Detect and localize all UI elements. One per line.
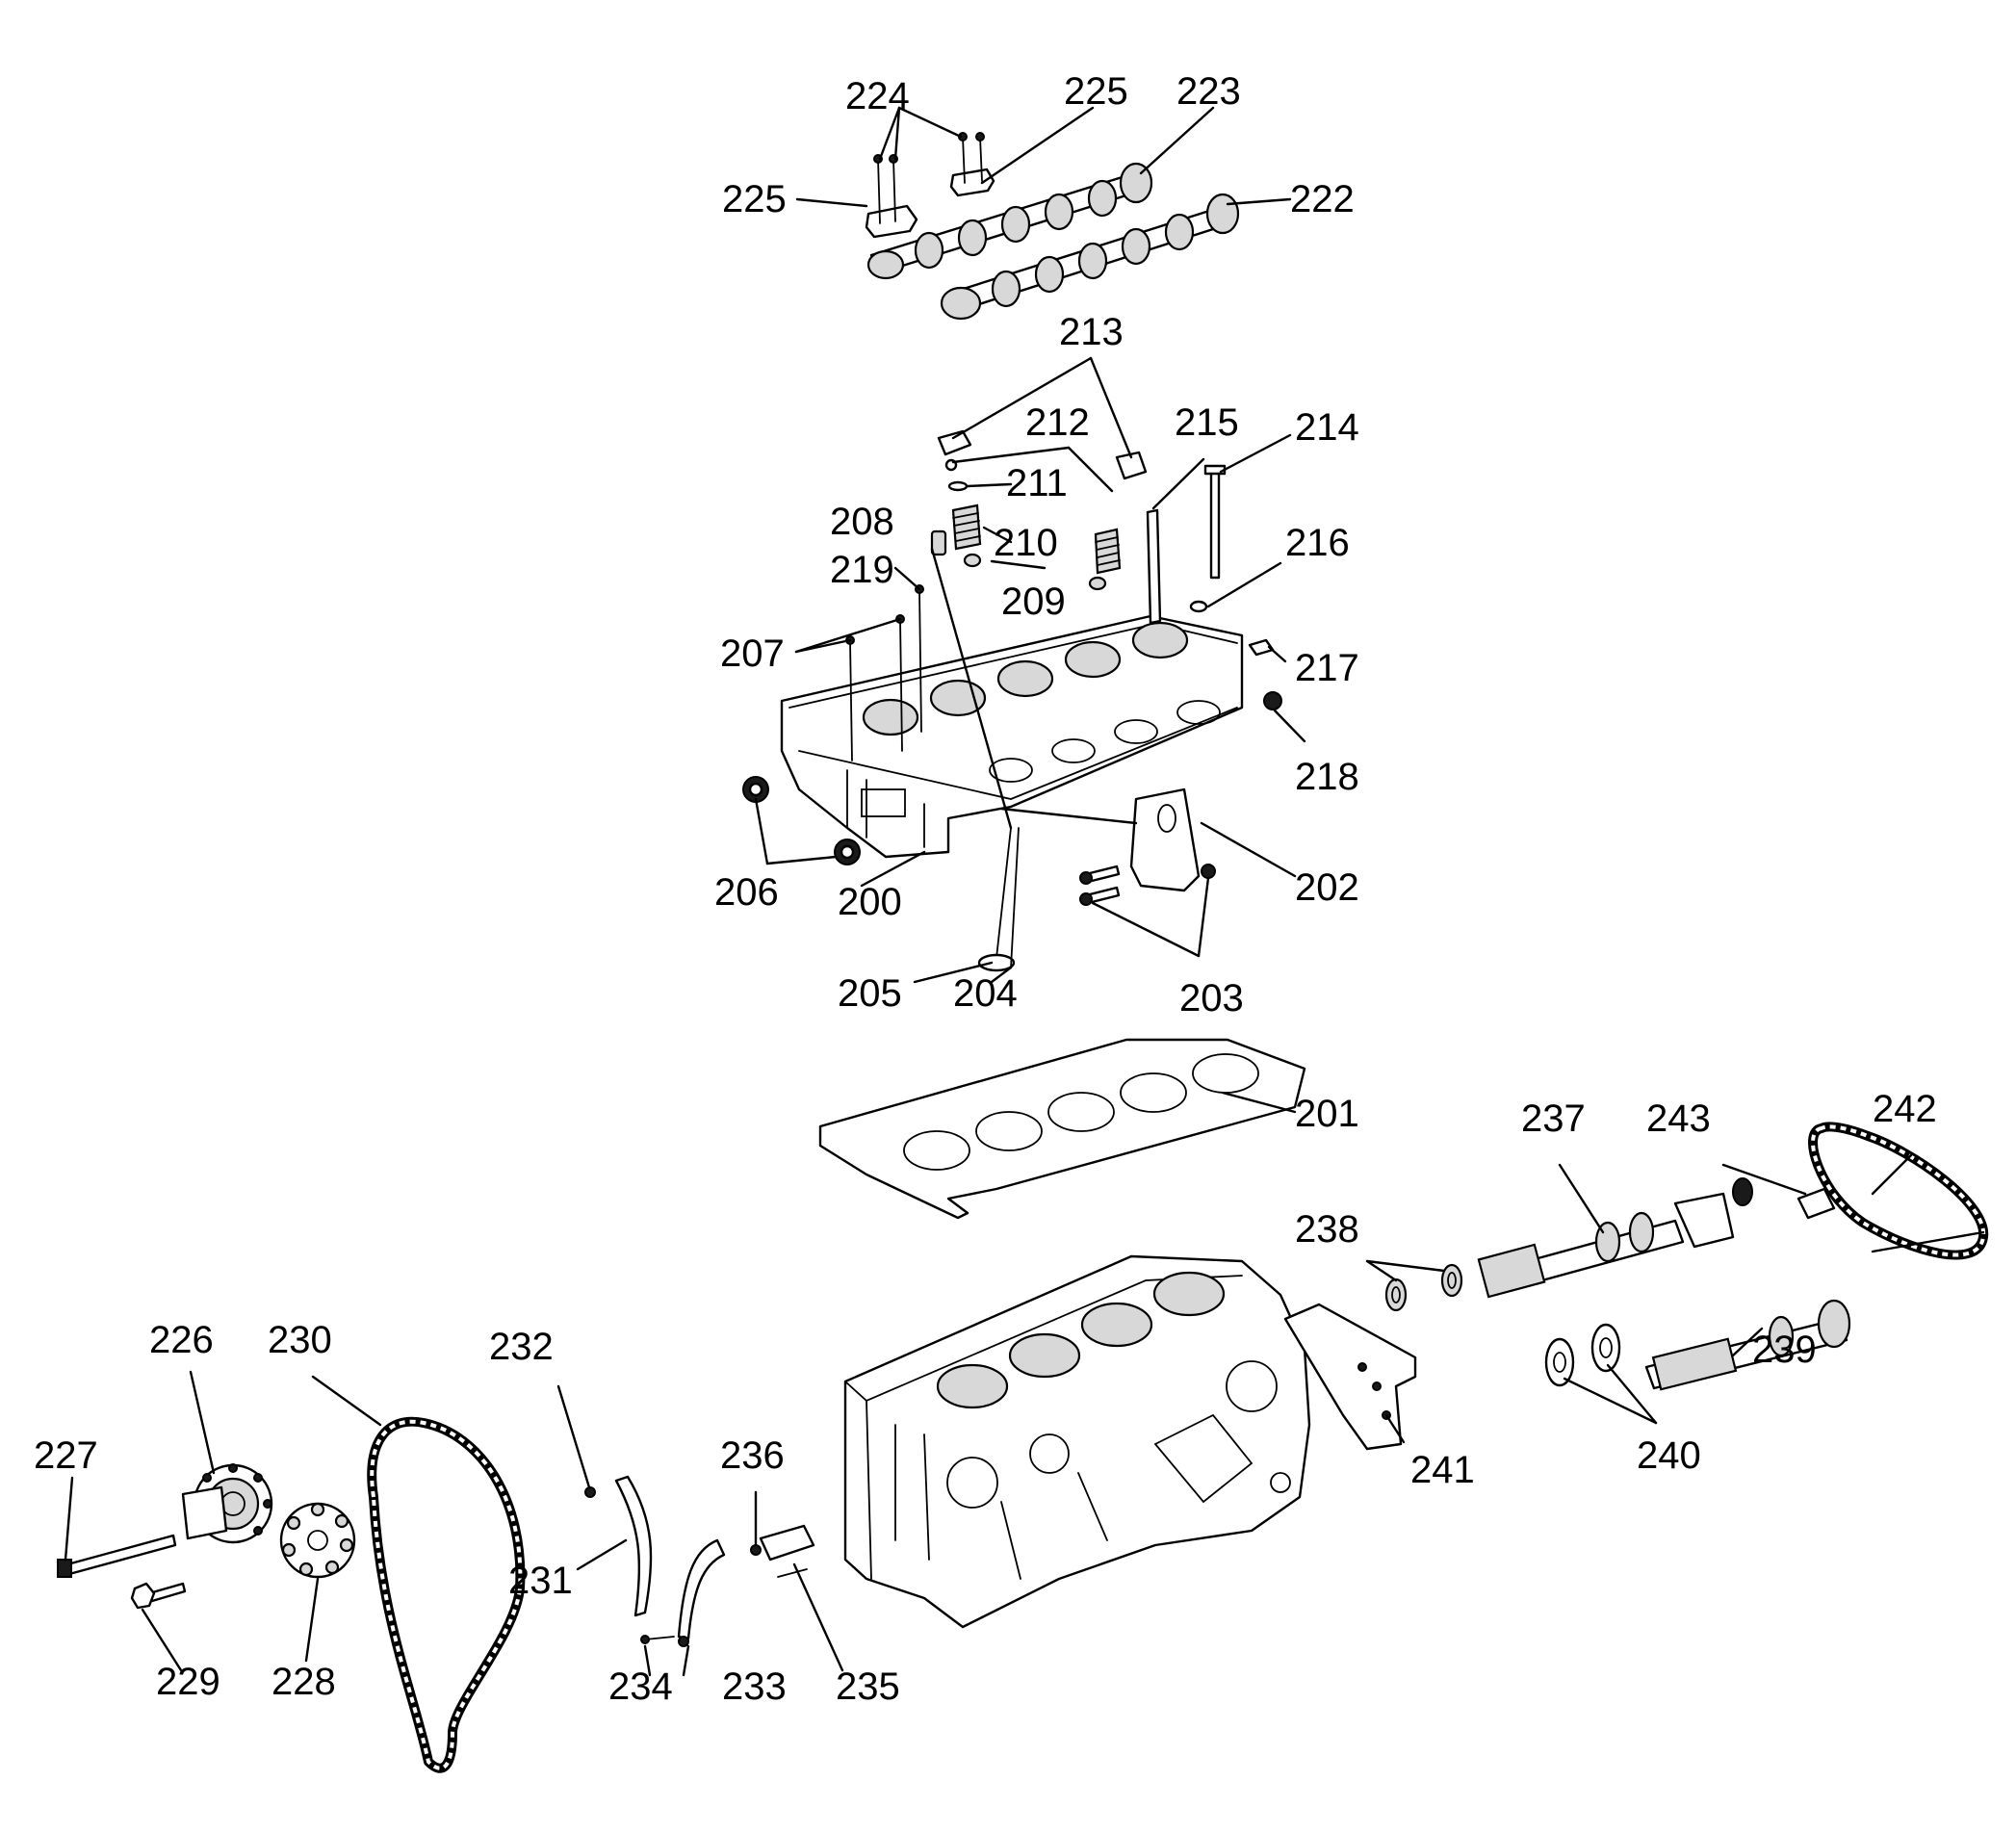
callout-204: 204 <box>953 972 1018 1015</box>
callout-229: 229 <box>156 1661 220 1703</box>
lift-bracket-202 <box>1129 787 1201 892</box>
crank-sprocket-226 <box>181 1463 273 1544</box>
balance-shaft-housing-241 <box>1283 1303 1417 1451</box>
balance-chain-242 <box>1808 1122 1989 1260</box>
callout-240: 240 <box>1637 1434 1701 1477</box>
balance-shaft-239 <box>1644 1299 1851 1391</box>
bearing-240-b <box>1590 1323 1621 1373</box>
sprocket-bolt-229 <box>130 1582 187 1610</box>
chain-guide-231 <box>614 1475 653 1617</box>
callout-243: 243 <box>1646 1097 1711 1140</box>
callout-217: 217 <box>1295 647 1359 689</box>
callout-228: 228 <box>271 1661 336 1703</box>
valve-retainer-211 <box>947 480 969 492</box>
bearing-238-b <box>1440 1263 1463 1298</box>
callout-210: 210 <box>994 522 1058 564</box>
guide-bolt-232 <box>584 1486 596 1498</box>
camshaft-lower <box>940 193 1240 321</box>
plug-218 <box>1263 691 1282 710</box>
callout-205: 205 <box>838 972 902 1015</box>
timing-chain-230 <box>367 1416 526 1773</box>
roller-follower-213-left <box>937 429 972 456</box>
callout-226: 226 <box>149 1319 214 1361</box>
callout-209: 209 <box>1001 581 1066 623</box>
callout-208: 208 <box>830 501 894 543</box>
head-gasket <box>818 1038 1306 1220</box>
valve-spring-210-right <box>1094 528 1122 575</box>
camshaft-cap-right <box>949 132 995 197</box>
callout-211: 211 <box>1006 462 1068 504</box>
tensioner-bolt-236 <box>750 1544 762 1556</box>
callout-242: 242 <box>1873 1088 1937 1130</box>
roller-follower-213-right <box>1115 451 1148 480</box>
cup-plug-lower <box>834 839 861 865</box>
callouts: 224 225 223 225 222 213 212 215 214 211 … <box>34 70 1937 1708</box>
chain-guide-243 <box>1796 1187 1836 1220</box>
callout-225-right: 225 <box>1064 70 1128 113</box>
spark-plug-tube-215 <box>1146 508 1162 625</box>
cup-plug-upper <box>742 776 769 803</box>
callout-239: 239 <box>1752 1329 1817 1371</box>
valve-spring-210-left <box>951 503 982 551</box>
callout-214: 214 <box>1295 406 1359 449</box>
callout-232: 232 <box>489 1326 554 1368</box>
crank-bolt-227 <box>57 1534 177 1578</box>
bearing-240-a <box>1544 1337 1575 1387</box>
callout-206: 206 <box>714 871 779 914</box>
callout-241: 241 <box>1410 1449 1475 1491</box>
callout-231: 231 <box>508 1560 573 1602</box>
valve-seal-209 <box>963 553 1107 591</box>
engine-block <box>843 1254 1311 1629</box>
callout-235: 235 <box>836 1665 900 1708</box>
callout-236: 236 <box>720 1434 785 1477</box>
tensioner-arm-233 <box>677 1538 726 1647</box>
chain-tensioner-235 <box>759 1524 815 1578</box>
head-bolt-214 <box>1203 464 1227 580</box>
callout-233: 233 <box>722 1665 787 1708</box>
callout-215: 215 <box>1175 401 1239 444</box>
balance-shaft-237 <box>1477 1177 1753 1299</box>
callout-237: 237 <box>1521 1097 1586 1140</box>
callout-207: 207 <box>720 633 785 675</box>
callout-222: 222 <box>1290 178 1355 220</box>
callout-212: 212 <box>1025 401 1090 444</box>
callout-234: 234 <box>608 1665 673 1708</box>
fitting-216 <box>1189 600 1208 613</box>
tensioner-bolt-234 <box>640 1635 675 1644</box>
callout-227: 227 <box>34 1434 98 1477</box>
callout-200: 200 <box>838 881 902 923</box>
callout-230: 230 <box>268 1319 332 1361</box>
callout-224: 224 <box>845 75 910 117</box>
cylinder-head <box>780 614 1244 859</box>
camshaft-sprocket-228 <box>279 1502 356 1579</box>
callout-225-left: 225 <box>722 178 787 220</box>
callout-219: 219 <box>830 549 894 591</box>
callout-202: 202 <box>1295 866 1359 909</box>
camshaft-cap-left <box>865 154 918 239</box>
valve-lifter-208 <box>930 529 947 556</box>
callout-238: 238 <box>1295 1208 1359 1251</box>
callout-216: 216 <box>1285 522 1350 564</box>
callout-218: 218 <box>1295 756 1359 798</box>
exhaust-valve-205 <box>977 827 1016 972</box>
callout-203: 203 <box>1179 977 1244 1020</box>
callout-223: 223 <box>1176 70 1241 113</box>
callout-201: 201 <box>1295 1093 1359 1135</box>
callout-213: 213 <box>1059 311 1124 353</box>
intake-valve-204 <box>1010 827 1020 968</box>
camshaft-upper <box>866 162 1153 280</box>
bearing-238-a <box>1384 1278 1408 1312</box>
leader-lines <box>64 106 1985 1677</box>
